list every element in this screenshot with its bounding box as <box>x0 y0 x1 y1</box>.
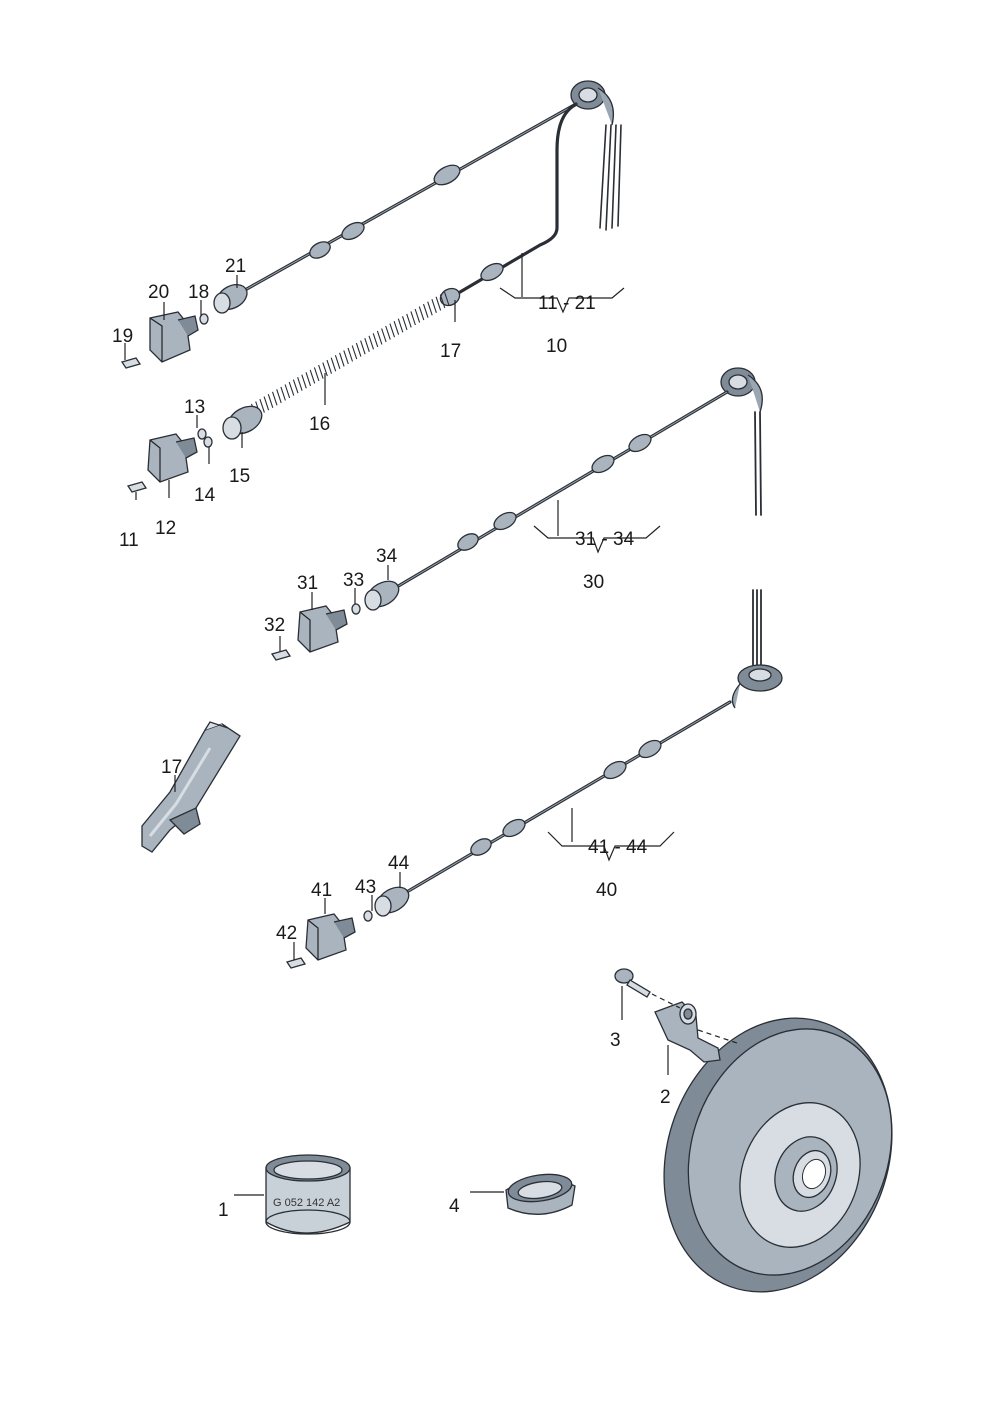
label-40: 40 <box>596 880 617 901</box>
label-14: 14 <box>194 485 216 506</box>
tube-1: G 052 142 A2 <box>234 1154 351 1235</box>
label-21: 21 <box>225 256 246 277</box>
label-33: 33 <box>343 570 364 591</box>
label-16: 16 <box>309 414 330 435</box>
label-34: 34 <box>376 546 398 567</box>
label-43: 43 <box>355 877 376 898</box>
callout-labels: 21 20 18 19 11 - 21 17 10 13 16 15 14 12… <box>112 256 671 1221</box>
connector-34 <box>364 580 400 611</box>
label-41-44: 41 - 44 <box>588 837 648 858</box>
connector-15 <box>222 405 263 440</box>
label-11: 11 <box>119 530 139 551</box>
label-17-bracket: 17 <box>161 757 182 778</box>
bracket-17 <box>141 721 241 853</box>
clip-42 <box>285 957 307 969</box>
label-31: 31 <box>297 573 318 594</box>
clip-19 <box>120 357 142 369</box>
label-44: 44 <box>388 853 410 874</box>
label-17-top: 17 <box>440 341 461 362</box>
label-1: 1 <box>218 1200 229 1221</box>
ring-18 <box>199 313 209 325</box>
label-4: 4 <box>449 1196 460 1217</box>
grommet-4 <box>470 1173 576 1215</box>
label-13: 13 <box>184 397 205 418</box>
label-18: 18 <box>188 282 209 303</box>
label-15: 15 <box>229 466 250 487</box>
harness-30 <box>270 367 763 661</box>
clip-11 <box>126 481 148 493</box>
label-31-34: 31 - 34 <box>575 529 635 550</box>
spring-16 <box>250 291 450 418</box>
housing-12 <box>147 433 198 483</box>
label-20: 20 <box>148 282 169 303</box>
clip-32 <box>270 649 292 661</box>
label-12: 12 <box>155 518 176 539</box>
tube-stamp: G 052 142 A2 <box>273 1197 340 1209</box>
abs-sensor-2 <box>654 1001 741 1063</box>
label-41: 41 <box>311 880 332 901</box>
connector-21 <box>213 283 248 314</box>
seal-14 <box>203 436 213 448</box>
housing-41 <box>305 913 356 961</box>
ring-13 <box>197 428 207 440</box>
harness-40 <box>285 589 783 969</box>
housing-31 <box>297 605 348 653</box>
label-11-21: 11 - 21 <box>538 293 596 314</box>
harness-10 <box>120 80 625 500</box>
label-42: 42 <box>276 923 297 944</box>
label-19: 19 <box>112 326 133 347</box>
housing-20 <box>149 311 199 363</box>
bolt-3 <box>614 968 681 1009</box>
label-2: 2 <box>660 1087 671 1108</box>
label-3: 3 <box>610 1030 621 1051</box>
connector-44 <box>374 886 410 917</box>
ring-43 <box>363 910 373 922</box>
label-32: 32 <box>264 615 285 636</box>
label-10: 10 <box>546 336 567 357</box>
brake-disc <box>663 1017 893 1293</box>
label-30: 30 <box>583 572 604 593</box>
ring-33 <box>351 603 361 615</box>
